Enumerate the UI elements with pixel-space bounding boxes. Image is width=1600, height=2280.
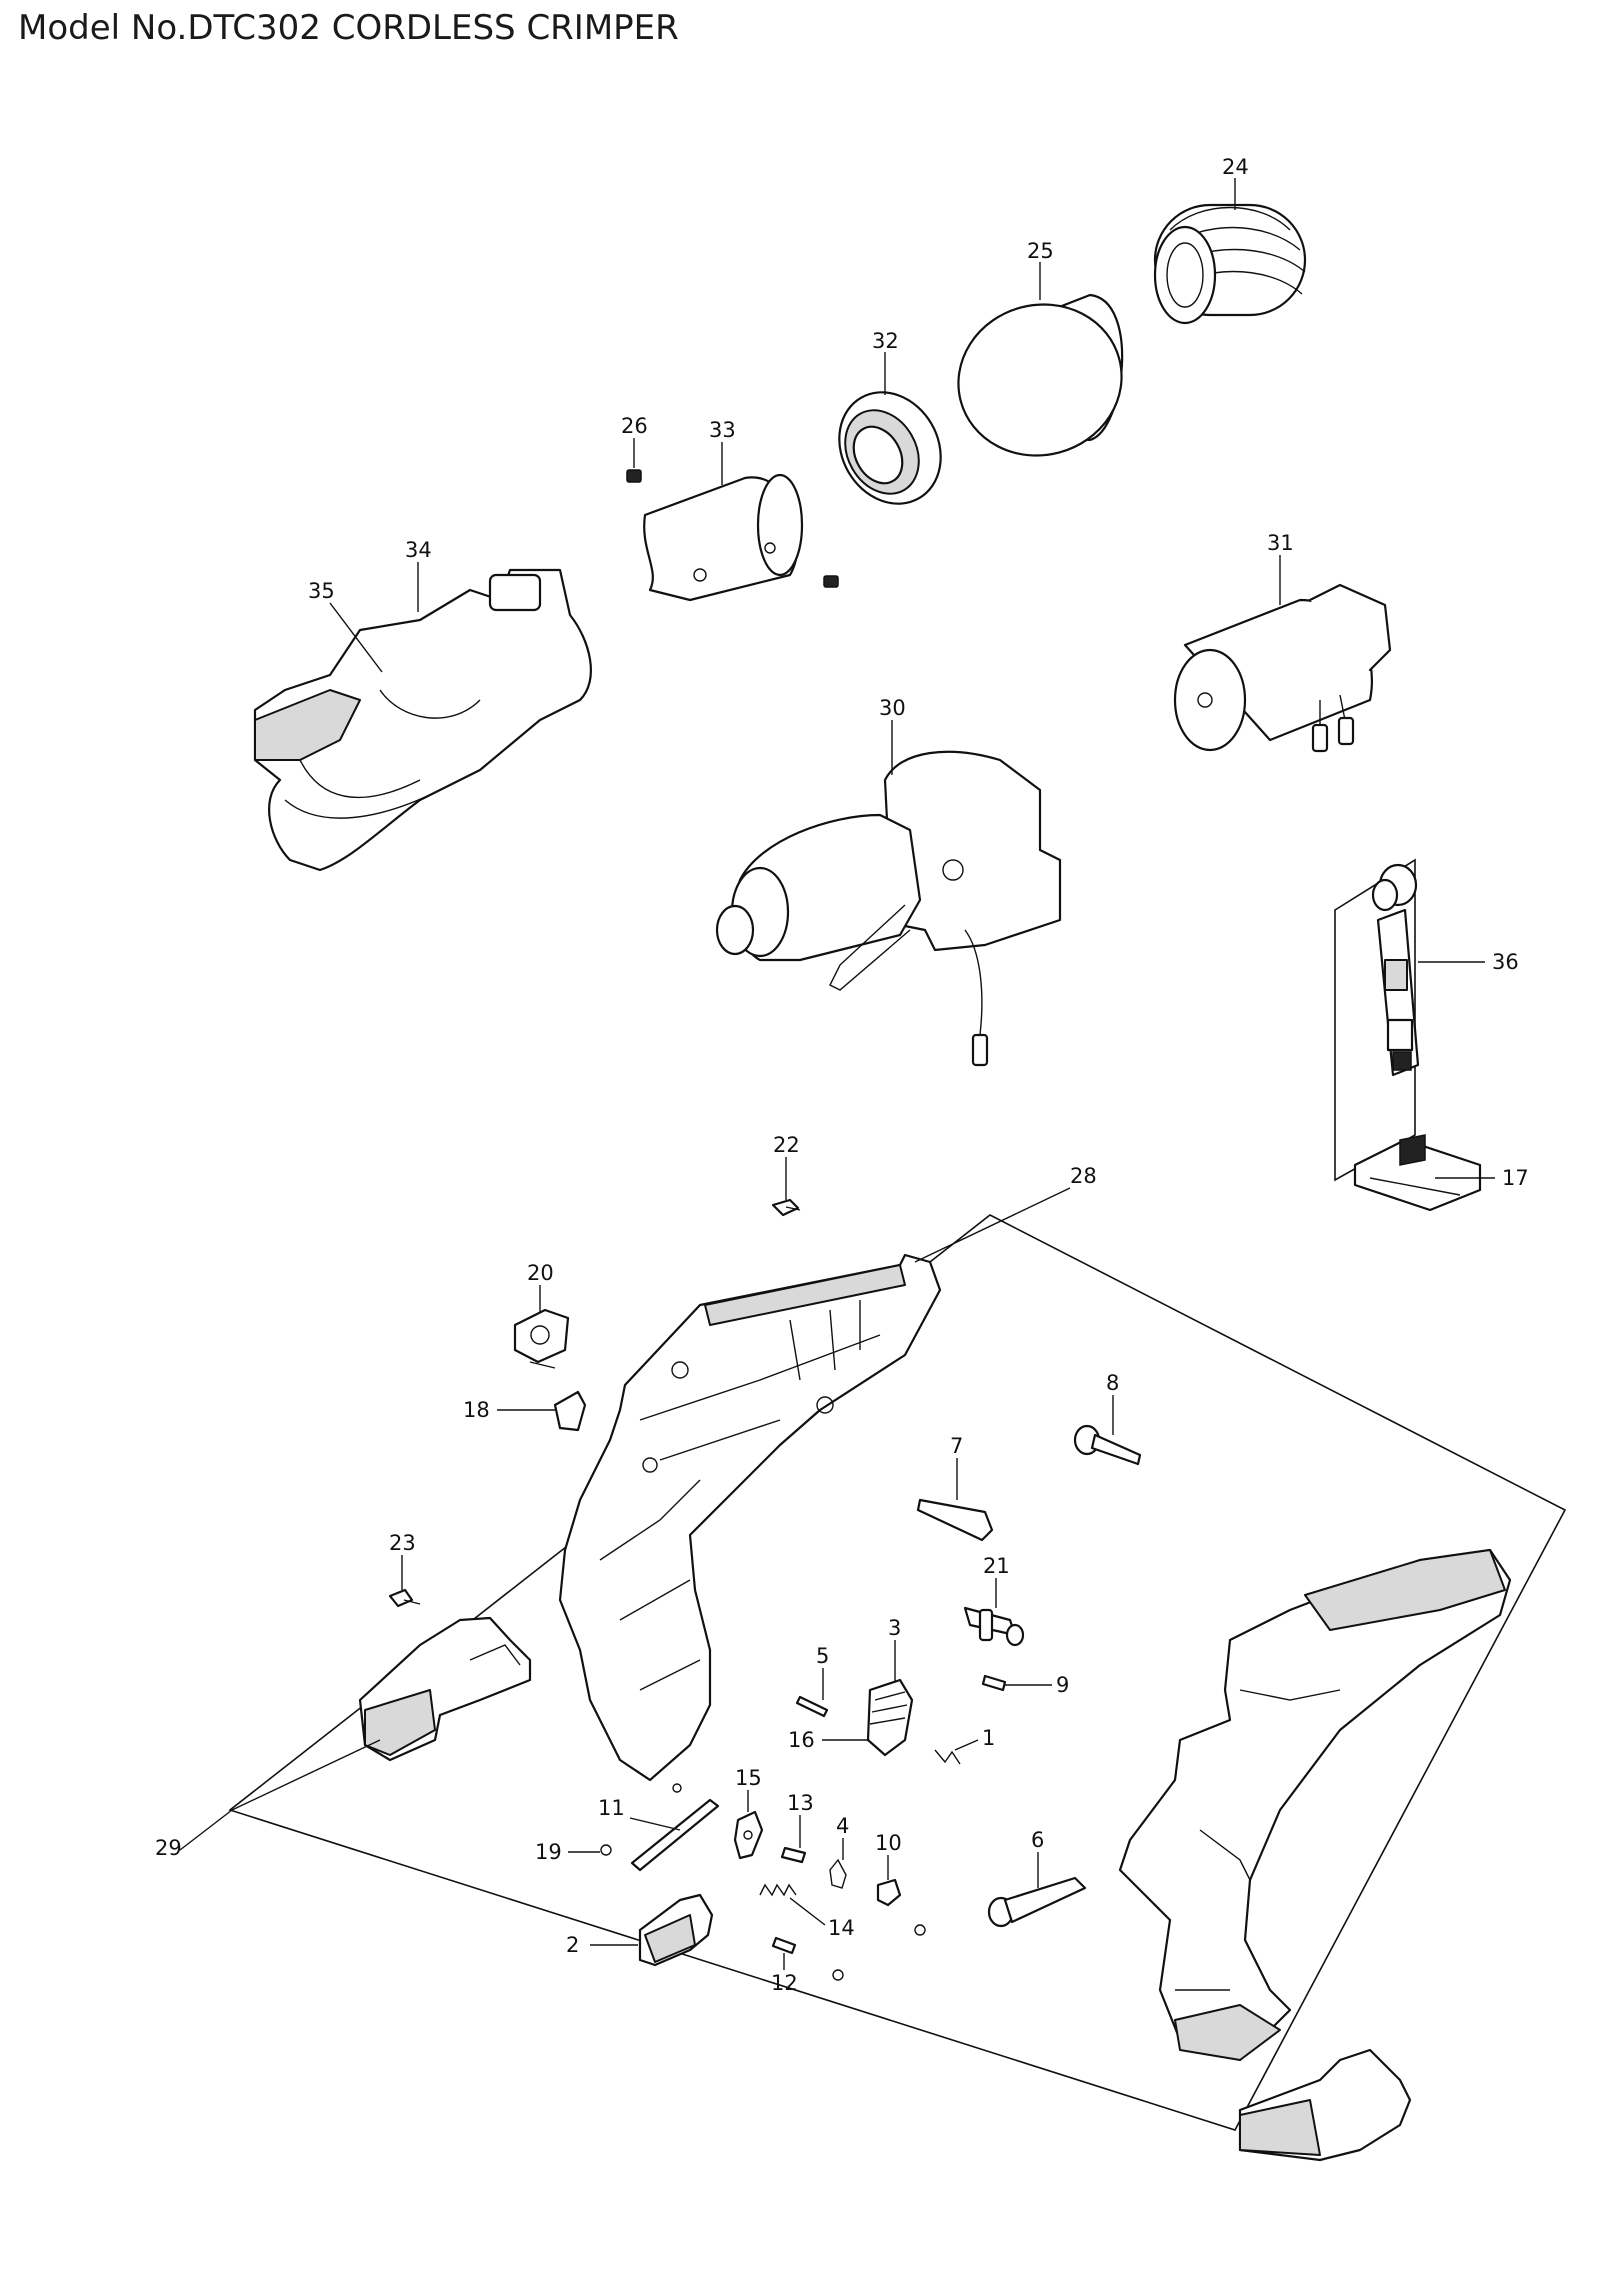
callout-labels: 24 25 32 26 33 34 35 31 30 36 17 22 28 2… (155, 155, 1529, 1995)
part-20-clip (513, 1308, 570, 1369)
callout-23: 23 (389, 1531, 416, 1555)
callout-22: 22 (773, 1133, 800, 1157)
part-4-spring (829, 1858, 847, 1889)
callout-20: 20 (527, 1261, 554, 1285)
callout-1: 1 (982, 1726, 995, 1750)
callout-3: 3 (888, 1616, 901, 1640)
part-32-seal-ring (838, 391, 942, 505)
part-5-pin (795, 1695, 829, 1718)
part-10-plate (876, 1878, 902, 1907)
part-3-trigger (866, 1678, 914, 1757)
part-29-battery-cover-left (358, 1616, 532, 1762)
part-8-knob-pin (1073, 1424, 1142, 1466)
callout-12: 12 (771, 1971, 798, 1995)
callout-24: 24 (1222, 155, 1249, 179)
page-title: Model No.DTC302 CORDLESS CRIMPER (18, 8, 679, 48)
callout-36: 36 (1492, 950, 1519, 974)
callout-10: 10 (875, 1831, 902, 1855)
housing-assembly-frame (228, 1214, 1567, 2131)
callout-6: 6 (1031, 1828, 1044, 1852)
callout-33: 33 (709, 418, 736, 442)
part-33-sleeve (643, 473, 804, 602)
part-28-housing-left (558, 1253, 942, 1782)
part-31-motor (1173, 583, 1392, 753)
part-1-torsion-spring (934, 1749, 961, 1765)
part-18-hook (553, 1390, 587, 1432)
callout-34: 34 (405, 538, 432, 562)
part-26-set-screw (626, 469, 642, 483)
part-13-pin (780, 1846, 807, 1864)
callout-9: 9 (1056, 1673, 1069, 1697)
callout-13: 13 (787, 1791, 814, 1815)
callout-30: 30 (879, 696, 906, 720)
callout-35: 35 (308, 579, 335, 603)
callout-7: 7 (950, 1434, 963, 1458)
callout-18: 18 (463, 1398, 490, 1422)
callout-8: 8 (1106, 1371, 1119, 1395)
part-23-screw (388, 1588, 421, 1608)
part-7-lever-pin (916, 1498, 994, 1542)
part-12-pin (771, 1936, 797, 1955)
part-22-screw (771, 1198, 801, 1217)
callout-29: 29 (155, 1836, 182, 1860)
part-retaining-ring-extra (832, 1924, 926, 1981)
callout-16: 16 (788, 1728, 815, 1752)
part-9-pin (981, 1674, 1007, 1692)
callout-28: 28 (1070, 1164, 1097, 1188)
part-6-lever (987, 1876, 1087, 1928)
callout-32: 32 (872, 329, 899, 353)
part-17-terminal (1353, 1134, 1482, 1212)
part-2-switch-lever (638, 1893, 714, 1967)
callout-2: 2 (566, 1933, 579, 1957)
callout-21: 21 (983, 1554, 1010, 1578)
part-set-screw-small (823, 575, 839, 588)
part-15-link (733, 1810, 764, 1860)
part-14-spring (759, 1883, 797, 1897)
part-25-cylinder-cover (957, 293, 1124, 457)
part-29-battery-cover-right (1238, 2048, 1412, 2162)
callout-25: 25 (1027, 239, 1054, 263)
leader-lines (179, 178, 1495, 1970)
callout-14: 14 (828, 1916, 855, 1940)
part-34-head-housing (253, 568, 592, 872)
part-11-rod (630, 1798, 720, 1872)
callout-11: 11 (598, 1796, 625, 1820)
part-30-pump-unit (715, 750, 1062, 1067)
part-24-spring (1153, 203, 1307, 325)
part-21-t-pin (963, 1606, 1025, 1647)
callout-17: 17 (1502, 1166, 1529, 1190)
callout-15: 15 (735, 1766, 762, 1790)
part-28-housing-right (1118, 1548, 1512, 2062)
part-36-switch-assembly (1371, 863, 1420, 1077)
part-19-retaining-ring (600, 1783, 682, 1856)
callout-19: 19 (535, 1840, 562, 1864)
callout-31: 31 (1267, 531, 1294, 555)
callout-26: 26 (621, 414, 648, 438)
callout-4: 4 (836, 1814, 849, 1838)
callout-5: 5 (816, 1644, 829, 1668)
